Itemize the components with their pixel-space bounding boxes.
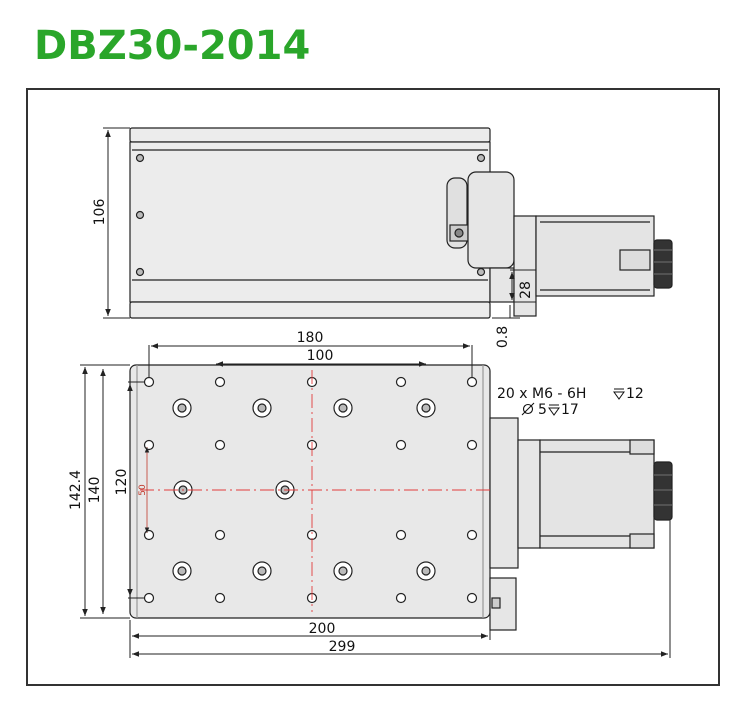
depth-symbol [613, 388, 625, 400]
dim-28: 28 [518, 281, 534, 299]
hole-depth: 17 [561, 402, 579, 418]
thread-depth: 12 [626, 386, 644, 402]
drawing-frame [26, 88, 720, 686]
dim-0-8: 0.8 [495, 326, 511, 348]
dim-100: 100 [307, 348, 334, 364]
dim-106: 106 [92, 199, 108, 226]
dim-180: 180 [297, 330, 324, 346]
thread-note: 20 x M6 - 6H [497, 386, 586, 402]
center-lines [140, 370, 490, 612]
counterbore-holes [172, 398, 436, 581]
dim-299: 299 [329, 639, 356, 655]
dim-142-4: 142.4 [68, 470, 84, 510]
top-view [129, 364, 673, 631]
side-view [129, 127, 673, 319]
dim-140: 140 [87, 477, 103, 504]
dim-200: 200 [309, 621, 336, 637]
dim-50: 50 [138, 484, 148, 496]
depth-symbol-2 [548, 404, 560, 416]
dim-120: 120 [114, 469, 130, 496]
drawing-title: DBZ30-2014 [34, 23, 311, 69]
diameter-symbol [521, 402, 535, 416]
hole-diameter: 5 [538, 402, 547, 418]
